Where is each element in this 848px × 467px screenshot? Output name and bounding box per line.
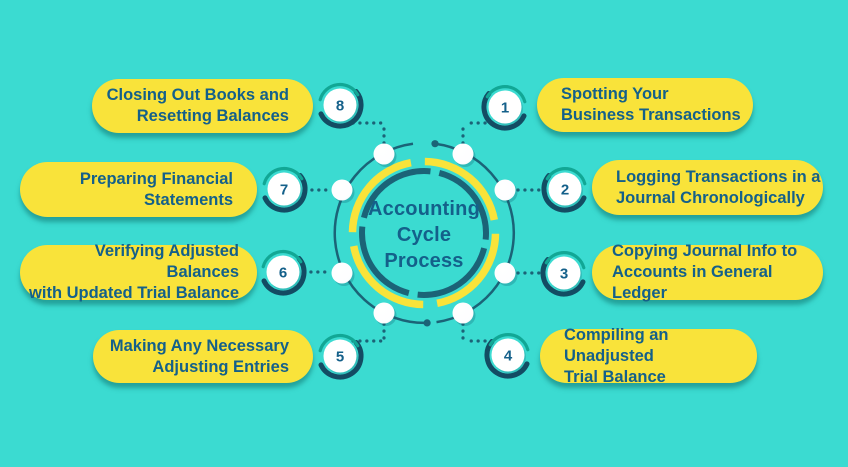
step-2-label-line1: Logging Transactions in a xyxy=(616,167,821,186)
badge-arc-green xyxy=(488,333,530,352)
badge-arc-green xyxy=(485,85,527,104)
dotted-connectors xyxy=(302,121,547,343)
ring-node-dot xyxy=(452,302,476,326)
step-pill-3: Copying Journal Info to Accounts in Gene… xyxy=(592,242,823,302)
cycle-arrow-dot-bottom xyxy=(423,319,431,327)
step-6-label-line2: with Updated Trial Balance xyxy=(29,284,239,302)
badge-arc-dark xyxy=(261,256,307,296)
badge-arc-green xyxy=(261,249,303,269)
badge-arc-dark xyxy=(318,340,364,380)
step-3-label-line1: Copying Journal Info to xyxy=(612,242,798,260)
cycle-arrow-dot-top xyxy=(431,140,439,148)
step-badge-1: 1 xyxy=(481,85,527,131)
badge-arc-dark xyxy=(541,173,587,213)
diagram-title-line2: Cycle xyxy=(396,224,452,246)
diagram-title-line1: Accounting xyxy=(368,198,480,220)
step-5-label-line2: Adjusting Entries xyxy=(152,357,289,376)
badge-arc-green xyxy=(262,166,304,186)
step-2-label-line2: Journal Chronologically xyxy=(616,188,805,207)
ring-node-dots xyxy=(331,143,518,326)
step-4-label-line1: Compiling an Unadjusted xyxy=(564,325,669,365)
step-7-label-line2: Statements xyxy=(144,190,233,209)
step-pill-8: Closing Out Books and Resetting Balances xyxy=(92,79,313,133)
step-badge-5: 5 xyxy=(318,333,364,380)
step-3-label-line2: Accounts in General Ledger xyxy=(612,263,773,302)
badge-arc-dark xyxy=(318,89,364,129)
badge-arc-green xyxy=(544,251,586,270)
step-pill-7: Preparing Financial Statements xyxy=(20,162,257,217)
badge-number-4: 4 xyxy=(504,348,513,365)
badge-arc-green xyxy=(545,167,587,186)
badge-arc-dark xyxy=(262,173,308,213)
step-badge-8: 8 xyxy=(318,82,364,129)
ring-node-dot xyxy=(494,179,518,203)
step-pill-6: Verifying Adjusted Balances with Updated… xyxy=(20,242,257,302)
badge-number-1: 1 xyxy=(501,100,509,117)
badge-arc-green xyxy=(318,82,360,102)
step-4-label-line2: Trial Balance xyxy=(564,367,666,386)
step-badge-4: 4 xyxy=(484,333,530,379)
step-pill-4: Compiling an Unadjusted Trial Balance xyxy=(540,326,757,386)
badge-number-8: 8 xyxy=(336,98,344,115)
step-badge-7: 7 xyxy=(262,166,308,213)
step-7-label-line1: Preparing Financial xyxy=(79,169,233,188)
badge-number-5: 5 xyxy=(336,349,344,366)
step-badge-2: 2 xyxy=(541,167,587,213)
step-5-label-line1: Making Any Necessary xyxy=(109,336,289,355)
diagram-title-line3: Process xyxy=(384,250,464,272)
ring-node-dot xyxy=(452,143,476,167)
step-badges: 1 2 3 xyxy=(261,82,587,380)
step-8-label-line1: Closing Out Books and xyxy=(106,86,289,104)
ring-node-dot xyxy=(373,143,397,167)
badge-number-6: 6 xyxy=(279,265,287,282)
step-badge-6: 6 xyxy=(261,249,307,296)
step-pill-5: Making Any Necessary Adjusting Entries xyxy=(93,330,313,383)
step-8-label-line2: Resetting Balances xyxy=(136,107,289,125)
ring-node-dot xyxy=(331,262,355,286)
badge-arc-dark xyxy=(481,91,527,131)
badge-number-3: 3 xyxy=(560,266,568,283)
step-1-label-line2: Business Transactions xyxy=(561,106,741,124)
badge-number-7: 7 xyxy=(280,182,288,199)
ring-node-dot xyxy=(494,262,518,286)
step-6-label-line1: Verifying Adjusted Balances xyxy=(94,242,239,281)
badge-number-2: 2 xyxy=(561,182,569,199)
step-badge-3: 3 xyxy=(540,251,586,297)
badge-arc-dark xyxy=(540,257,586,297)
badge-arc-green xyxy=(318,333,360,353)
diagram-title: Accounting Cycle Process xyxy=(324,196,524,274)
ring-node-dot xyxy=(331,179,355,203)
step-pill-2: Logging Transactions in a Journal Chrono… xyxy=(592,160,823,215)
badge-arc-dark xyxy=(484,339,530,379)
step-pill-1: Spotting Your Business Transactions xyxy=(537,78,753,132)
step-1-label-line1: Spotting Your xyxy=(561,85,669,103)
ring-node-dot xyxy=(373,302,397,326)
